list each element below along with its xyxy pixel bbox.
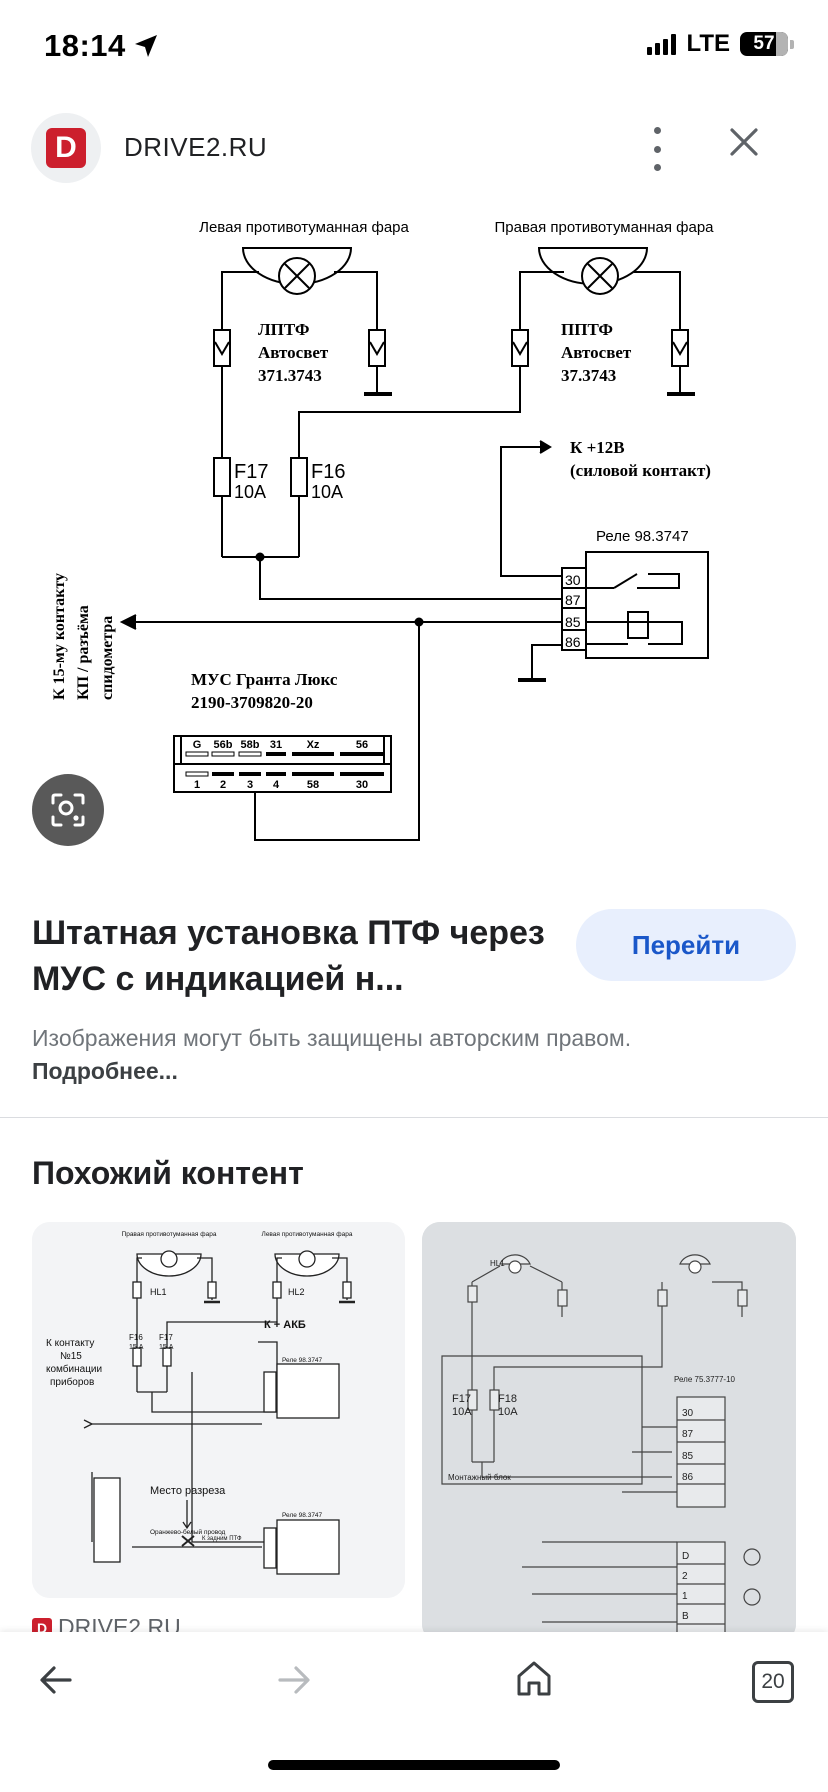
fuse-f17-rating: 10А [234,482,266,502]
t1-relay1: Реле 98.3747 [282,1357,323,1364]
lens-icon [51,793,85,827]
pin-3: 3 [247,779,253,791]
pin-56b: 56b [214,739,233,751]
side-label-2: КП / разъёма [75,605,92,700]
relay-pin-87: 87 [565,592,581,608]
t2-f17: F17 [452,1393,471,1405]
pin-xz: Xz [307,739,320,751]
relay-pin-86: 86 [565,634,581,650]
t1-right-lamp: Правая противотуманная фара [122,1231,217,1238]
relay-pin-85: 85 [565,614,581,630]
copyright-notice: Изображения могут быть защищены авторски… [32,1022,672,1088]
t1-f17: F17 [159,1333,173,1342]
left-lamp-maker: Автосвет [258,343,329,362]
t1-contact-4: приборов [50,1376,94,1388]
pin-58: 58 [307,779,319,791]
site-name[interactable]: DRIVE2.RU [124,132,268,162]
pin-4: 4 [273,779,280,791]
back-arrow-icon[interactable] [38,1662,74,1698]
t1-hl2: HL2 [288,1287,305,1297]
right-lamp-code: ППТФ [561,320,613,339]
t1-f16: F16 [129,1333,143,1342]
t1-f17-rating: 15 А [159,1344,174,1351]
left-lamp-code: ЛПТФ [258,320,309,339]
power-contact-label: (силовой контакт) [570,461,711,480]
t1-cut-place: Место разреза [150,1485,226,1497]
fuse-f17-label: F17 [234,461,268,483]
battery-level: 57 [753,33,775,54]
t2-mount-block: Монтажный блок [448,1473,511,1482]
learn-more-link[interactable]: Подробнее... [32,1058,178,1084]
pin-1: 1 [194,779,200,791]
status-indicators: LTE 57 [647,30,794,58]
home-icon[interactable] [514,1658,554,1698]
similar-heading: Похожий контент [32,1155,304,1191]
left-lamp-part: 371.3743 [258,366,322,385]
relay-label: Реле 98.3747 [596,528,689,545]
t2-switch-b: B [682,1611,689,1622]
side-label-1: К 15-му контакту [51,573,68,700]
t2-pin-30: 30 [682,1408,694,1419]
visit-button[interactable]: Перейти [576,909,796,981]
t2-pin-85: 85 [682,1451,694,1462]
right-lamp-maker: Автосвет [561,343,632,362]
t2-switch-1: 1 [682,1591,688,1602]
network-type: LTE [686,30,730,57]
result-title[interactable]: Штатная установка ПТФ через МУС с индика… [32,914,545,998]
t2-pin-86: 86 [682,1472,694,1483]
t1-relay2: Реле 98.3747 [282,1512,323,1519]
pin-31: 31 [270,739,282,751]
site-favicon: D [31,113,101,183]
status-time: 18:14 [44,28,126,63]
pin-56: 56 [356,739,368,751]
fuse-f16-rating: 10А [311,482,343,502]
pin-30: 30 [356,779,368,791]
t1-hl1: HL1 [150,1287,167,1297]
t2-relay: Реле 75.3777-10 [674,1375,736,1384]
close-icon[interactable] [730,128,758,156]
t2-switch-d: D [682,1551,689,1562]
drive2-logo: D [46,128,86,168]
t2-f18: F18 [498,1393,517,1405]
location-arrow-icon [135,35,157,57]
divider [0,1117,828,1118]
similar-image-1[interactable]: Правая противотуманная фара Левая против… [32,1222,405,1598]
pin-58b: 58b [241,739,260,751]
battery-icon: 57 [740,32,794,56]
t2-hl1: HL1 [490,1259,505,1268]
side-label-3: спидометра [99,616,116,700]
t1-contact-2: №15 [60,1351,82,1362]
lens-search-button[interactable] [32,774,104,846]
t1-akb: К + АКБ [264,1319,306,1331]
home-indicator[interactable] [268,1760,560,1770]
tabs-count-button[interactable]: 20 [752,1661,794,1703]
pin-g: G [193,739,202,751]
fuse-f16-label: F16 [311,461,345,483]
wiring-diagram-image[interactable]: Левая противотуманная фара Правая против… [34,212,794,860]
right-lamp-caption: Правая противотуманная фара [494,219,714,236]
t1-rear-ptf: К задним ПТФ [202,1536,242,1542]
pin-2: 2 [220,779,226,791]
t1-f16-rating: 15 А [129,1344,144,1351]
t2-f17-rating: 10A [452,1406,472,1418]
cellular-signal-icon [647,33,677,55]
t2-pin-87: 87 [682,1429,694,1440]
t1-wire: Оранжево-белый провод [150,1528,226,1536]
left-lamp-caption: Левая противотуманная фара [199,219,409,236]
t1-contact-3: комбинации [46,1363,102,1375]
similar-image-2[interactable]: F17 10A F18 10A HL1 Реле 75.3777-10 30 8… [422,1222,796,1642]
more-options-icon[interactable] [645,127,669,171]
power-label: К +12В [570,438,625,457]
relay-pin-30: 30 [565,572,581,588]
copyright-text: Изображения могут быть защищены авторски… [32,1025,632,1051]
t2-f18-rating: 10A [498,1406,518,1418]
t2-switch-2: 2 [682,1571,688,1582]
forward-arrow-icon[interactable] [276,1662,312,1698]
t1-contact-1: К контакту [46,1338,94,1349]
right-lamp-part: 37.3743 [561,366,616,385]
t1-left-lamp: Левая противотуманная фара [262,1231,353,1238]
module-part: 2190-3709820-20 [191,693,313,712]
module-name: МУС Гранта Люкс [191,670,338,689]
